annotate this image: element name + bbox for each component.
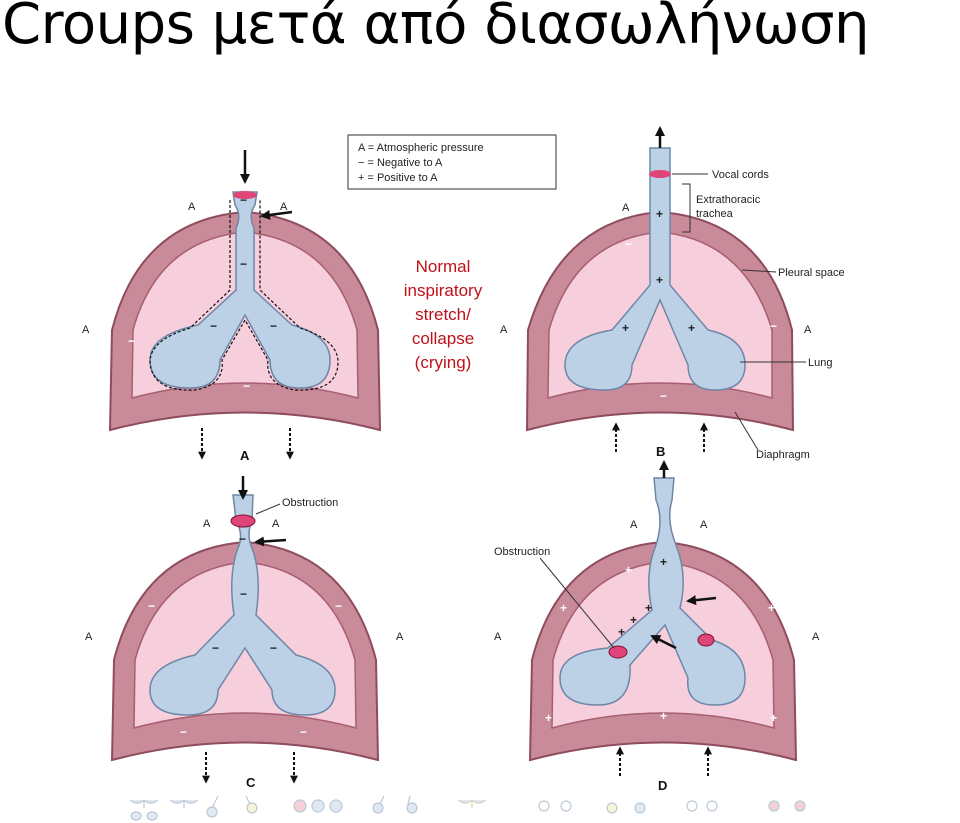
sign-d-9: + <box>660 709 667 723</box>
label-c-3: A <box>85 631 93 643</box>
obstruction-d2 <box>697 633 715 647</box>
sign-d-4: + <box>618 625 625 639</box>
label-d-4: A <box>812 631 820 643</box>
collapse-arrow-c <box>254 536 287 547</box>
sign-c-7: − <box>180 725 187 739</box>
sign-b-4: + <box>688 321 695 335</box>
sign-d-7: + <box>768 601 775 615</box>
label-a-2: A <box>280 201 288 213</box>
sign-d-5: + <box>625 563 632 577</box>
legend-item-atmospheric: A = Atmospheric pressure <box>358 142 484 154</box>
label-b-3: A <box>804 324 812 336</box>
slide-title: Croups μετά από διασωλήνωση <box>2 0 870 57</box>
panel-label-b: B <box>656 444 665 459</box>
sign-c-2: − <box>240 587 247 601</box>
sign-c-4: − <box>270 641 277 655</box>
sign-d-6: + <box>560 601 567 615</box>
label-a-3: A <box>82 324 90 336</box>
bracket-extrathoracic <box>682 183 691 233</box>
leader-pleural <box>741 269 777 273</box>
sign-c-5: − <box>148 599 155 613</box>
sign-d-10: + <box>770 711 777 725</box>
obstruction-c <box>230 514 256 528</box>
label-pleural-space: Pleural space <box>778 267 845 279</box>
legend-item-positive: + = Positive to A <box>358 172 438 184</box>
airway-d <box>559 477 746 706</box>
airway-b <box>564 147 746 391</box>
label-diaphragm: Diaphragm <box>756 449 810 461</box>
panel-label-c: C <box>246 775 256 790</box>
sign-c-6: − <box>335 599 342 613</box>
sign-c-1: − <box>239 532 246 546</box>
sign-a-3: − <box>210 319 217 333</box>
sign-c-3: − <box>212 641 219 655</box>
sign-b-5: − <box>625 237 632 251</box>
vocal-cords-b <box>649 170 671 178</box>
legend-item-negative: − = Negative to A <box>358 157 443 169</box>
label-obstruction-c: Obstruction <box>282 497 338 509</box>
label-c-4: A <box>396 631 404 643</box>
airway-a <box>149 191 331 389</box>
legend-box <box>347 134 557 190</box>
annotation-line-2: inspiratory <box>404 281 483 300</box>
airway-collapse-outline-a <box>149 200 339 391</box>
sign-a-1: − <box>240 193 247 207</box>
label-d-1: A <box>630 519 638 531</box>
collapse-arrow-a <box>260 209 293 220</box>
panel-a-diagram: A A A − − − − − − A <box>82 150 382 463</box>
annotation-line-5: (crying) <box>415 353 472 372</box>
leader-obstruction-c <box>255 503 281 515</box>
panel-d-diagram: Obstruction A A A A + + + + + + + + + + … <box>494 460 820 793</box>
label-lung: Lung <box>808 357 832 369</box>
label-obstruction-d: Obstruction <box>494 546 550 558</box>
label-c-2: A <box>272 518 280 530</box>
obstruction-d1 <box>608 645 628 659</box>
label-extrathoracic-2: trachea <box>696 208 734 220</box>
label-extrathoracic-1: Extrathoracic <box>696 194 761 206</box>
leader-obstruction-d <box>539 557 615 649</box>
sign-c-8: − <box>300 725 307 739</box>
label-d-2: A <box>700 519 708 531</box>
sign-b-7: − <box>660 389 667 403</box>
panel-b-diagram: Vocal cords Extrathoracic trachea Pleura… <box>500 126 845 461</box>
sign-d-1: + <box>660 555 667 569</box>
panel-label-a: A <box>240 448 250 463</box>
sign-b-2: + <box>656 273 663 287</box>
annotation-line-1: Normal <box>416 257 471 276</box>
annotation-line-3: stretch/ <box>415 305 471 324</box>
label-b-2: A <box>500 324 508 336</box>
sign-a-2: − <box>240 257 247 271</box>
label-d-3: A <box>494 631 502 643</box>
sign-a-6: − <box>243 379 250 393</box>
airway-c <box>149 494 336 716</box>
label-c-1: A <box>203 518 211 530</box>
sign-b-3: + <box>622 321 629 335</box>
annotation-line-4: collapse <box>412 329 474 348</box>
annotation: Normal inspiratory stretch/ collapse (cr… <box>404 257 483 372</box>
sign-a-4: − <box>270 319 277 333</box>
label-b-1: A <box>622 202 630 214</box>
sign-d-8: + <box>545 711 552 725</box>
label-vocal-cords: Vocal cords <box>712 169 769 181</box>
vocal-cords-a <box>233 191 257 199</box>
legend: A = Atmospheric pressure − = Negative to… <box>347 134 557 190</box>
label-a-1: A <box>188 201 196 213</box>
compression-arrow-d1 <box>686 595 717 606</box>
sign-b-6: − <box>770 319 777 333</box>
leader-diaphragm <box>734 411 759 451</box>
sign-a-5: − <box>128 334 135 348</box>
sign-b-1: + <box>656 207 663 221</box>
sign-d-2: + <box>645 601 652 615</box>
panel-c-diagram: Obstruction A A A A − − − − − − − − C <box>85 476 404 790</box>
panel-label-d: D <box>658 778 667 793</box>
sign-d-3: + <box>630 613 637 627</box>
airway-icon <box>129 795 806 821</box>
compression-arrow-d2 <box>650 634 677 650</box>
decorative-airway-strip <box>129 795 806 821</box>
